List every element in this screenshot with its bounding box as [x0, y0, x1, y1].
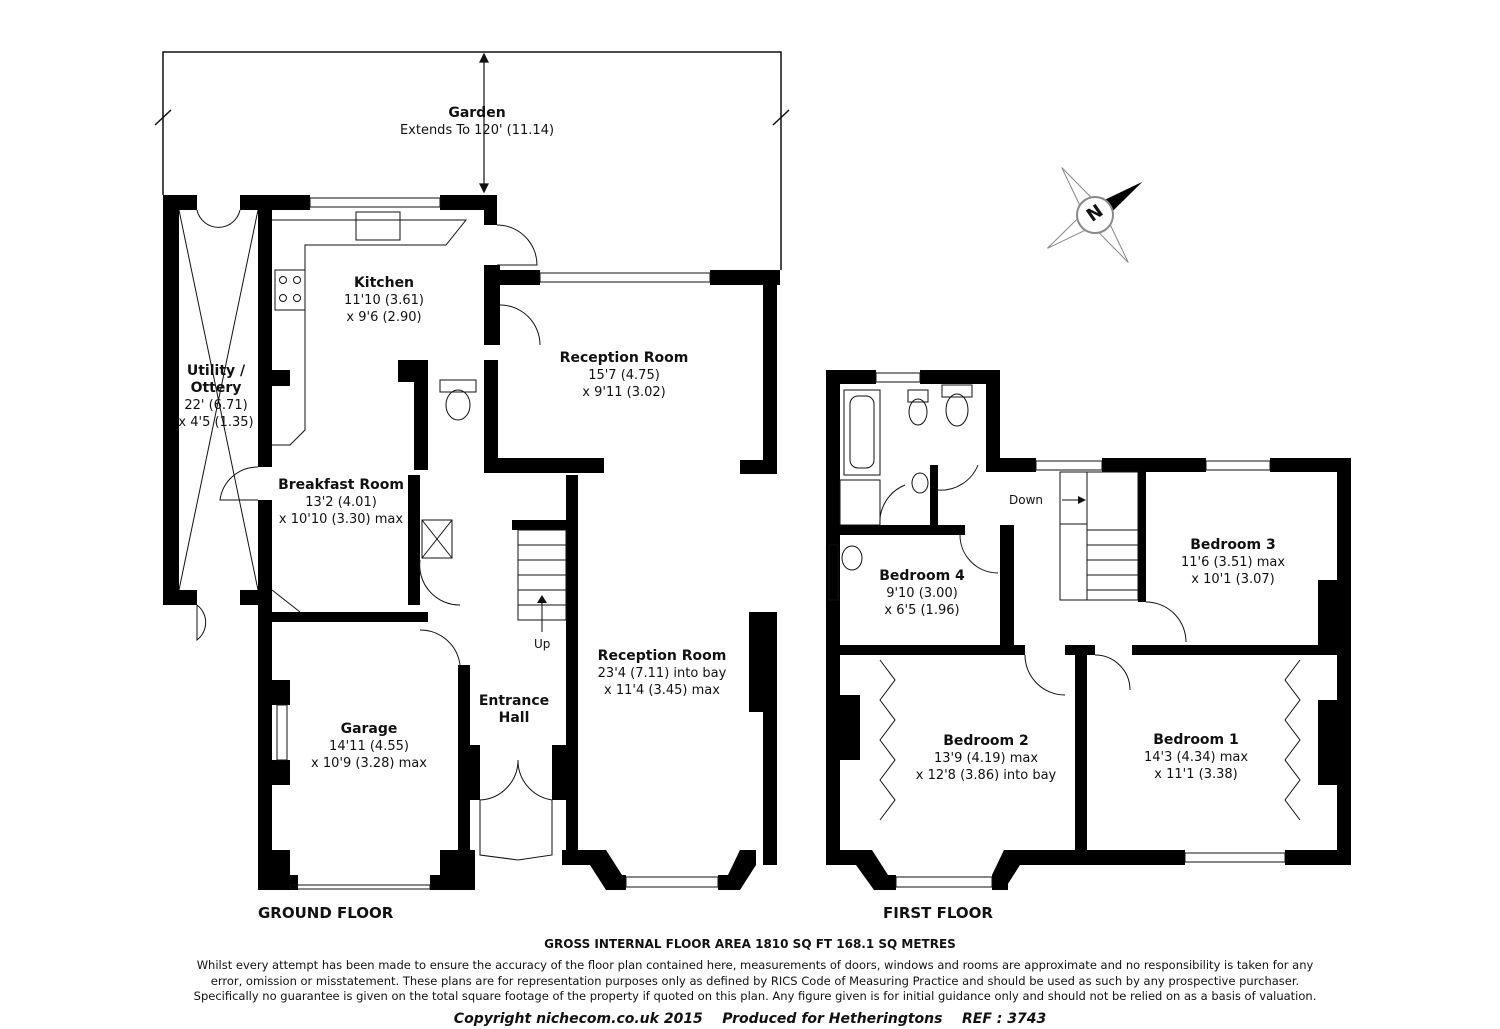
- first-floor-title: FIRST FLOOR: [883, 904, 993, 922]
- room-name: Bedroom 4: [879, 568, 965, 584]
- room-dimension: x 12'8 (3.86) into bay: [915, 768, 1057, 783]
- room-dimension: 15'7 (4.75): [588, 368, 660, 383]
- room-name: Reception Room: [597, 648, 727, 664]
- room-dimension: x 11'4 (3.45) max: [604, 683, 720, 698]
- room-name: Garage: [340, 721, 398, 737]
- room-dimension: x 9'11 (3.02): [582, 385, 666, 400]
- room-dimension: x 11'1 (3.38): [1154, 767, 1238, 782]
- room-name: Breakfast Room: [278, 477, 404, 493]
- first-floor-walls: [826, 370, 1351, 890]
- room-dimension: 14'11 (4.55): [329, 739, 409, 754]
- ground-floor-fittings: [178, 197, 719, 890]
- room-name: Garden: [448, 105, 506, 121]
- garden-extent-arrow: [479, 52, 489, 194]
- ground-floor-title: GROUND FLOOR: [258, 904, 394, 922]
- room-utility: Utility / Ottery 22' (6.71) x 4'5 (1.35): [178, 363, 253, 431]
- room-dimension: x 6'5 (1.96): [884, 603, 960, 618]
- floor-area: GROSS INTERNAL FLOOR AREA 1810 SQ FT 168…: [544, 937, 956, 951]
- room-name: Utility /: [186, 363, 246, 379]
- room-entrance-hall: Entrance Hall: [479, 693, 549, 727]
- room-garage: Garage 14'11 (4.55) x 10'9 (3.28) max: [311, 721, 427, 772]
- room-reception-rear: Reception Room 15'7 (4.75) x 9'11 (3.02): [560, 350, 689, 401]
- room-name: Entrance: [478, 693, 550, 709]
- room-dimension: x 4'5 (1.35): [178, 415, 254, 430]
- garden-label: Garden Extends To 120' (11.14): [400, 105, 554, 139]
- room-name: Bedroom 2: [943, 733, 1029, 749]
- room-dimension: 9'10 (3.00): [886, 586, 958, 601]
- disclaimer: Whilst every attempt has been made to en…: [193, 958, 1317, 1003]
- first-floor-fittings: [828, 372, 1301, 888]
- copyright: Copyright nichecom.co.uk 2015 Produced f…: [453, 1011, 1047, 1027]
- room-name: Ottery: [190, 380, 242, 396]
- room-bedroom-4: Bedroom 4 9'10 (3.00) x 6'5 (1.96): [879, 568, 965, 619]
- compass-north-icon: [1047, 167, 1143, 263]
- room-bedroom-1: Bedroom 1 14'3 (4.34) max x 11'1 (3.38): [1144, 732, 1248, 783]
- stairs-down-arrow: [1078, 496, 1086, 504]
- garden-outline: [154, 51, 790, 270]
- stairs-down-label: Down: [1009, 493, 1044, 507]
- room-name: Reception Room: [559, 350, 689, 366]
- room-dimension: 23'4 (7.11) into bay: [597, 666, 727, 681]
- room-name: Bedroom 3: [1190, 537, 1276, 553]
- room-reception-front: Reception Room 23'4 (7.11) into bay x 11…: [598, 648, 727, 699]
- room-dimension: 22' (6.71): [184, 398, 248, 413]
- ground-floor-walls: [163, 195, 780, 890]
- room-breakfast: Breakfast Room 13'2 (4.01) x 10'10 (3.30…: [278, 477, 404, 528]
- room-dimension: 13'9 (4.19) max: [933, 751, 1039, 766]
- room-dimension: Extends To 120' (11.14): [399, 123, 555, 138]
- room-dimension: x 10'10 (3.30) max: [278, 512, 404, 527]
- room-kitchen: Kitchen 11'10 (3.61) x 9'6 (2.90): [344, 275, 424, 326]
- stairs-up-label: Up: [534, 637, 551, 651]
- room-dimension: x 10'9 (3.28) max: [311, 756, 427, 771]
- room-dimension: x 9'6 (2.90): [346, 310, 422, 325]
- room-name: Bedroom 1: [1153, 732, 1239, 748]
- room-dimension: x 10'1 (3.07): [1191, 572, 1275, 587]
- room-dimension: 14'3 (4.34) max: [1143, 750, 1249, 765]
- room-dimension: 13'2 (4.01): [305, 495, 377, 510]
- room-dimension: 11'6 (3.51) max: [1180, 555, 1286, 570]
- room-bedroom-2: Bedroom 2 13'9 (4.19) max x 12'8 (3.86) …: [916, 733, 1057, 784]
- room-dimension: 11'10 (3.61): [344, 293, 424, 308]
- stairs-up-arrow: [537, 595, 547, 603]
- room-name: Kitchen: [353, 275, 415, 291]
- room-bedroom-3: Bedroom 3 11'6 (3.51) max x 10'1 (3.07): [1181, 537, 1285, 588]
- room-name: Hall: [498, 710, 530, 726]
